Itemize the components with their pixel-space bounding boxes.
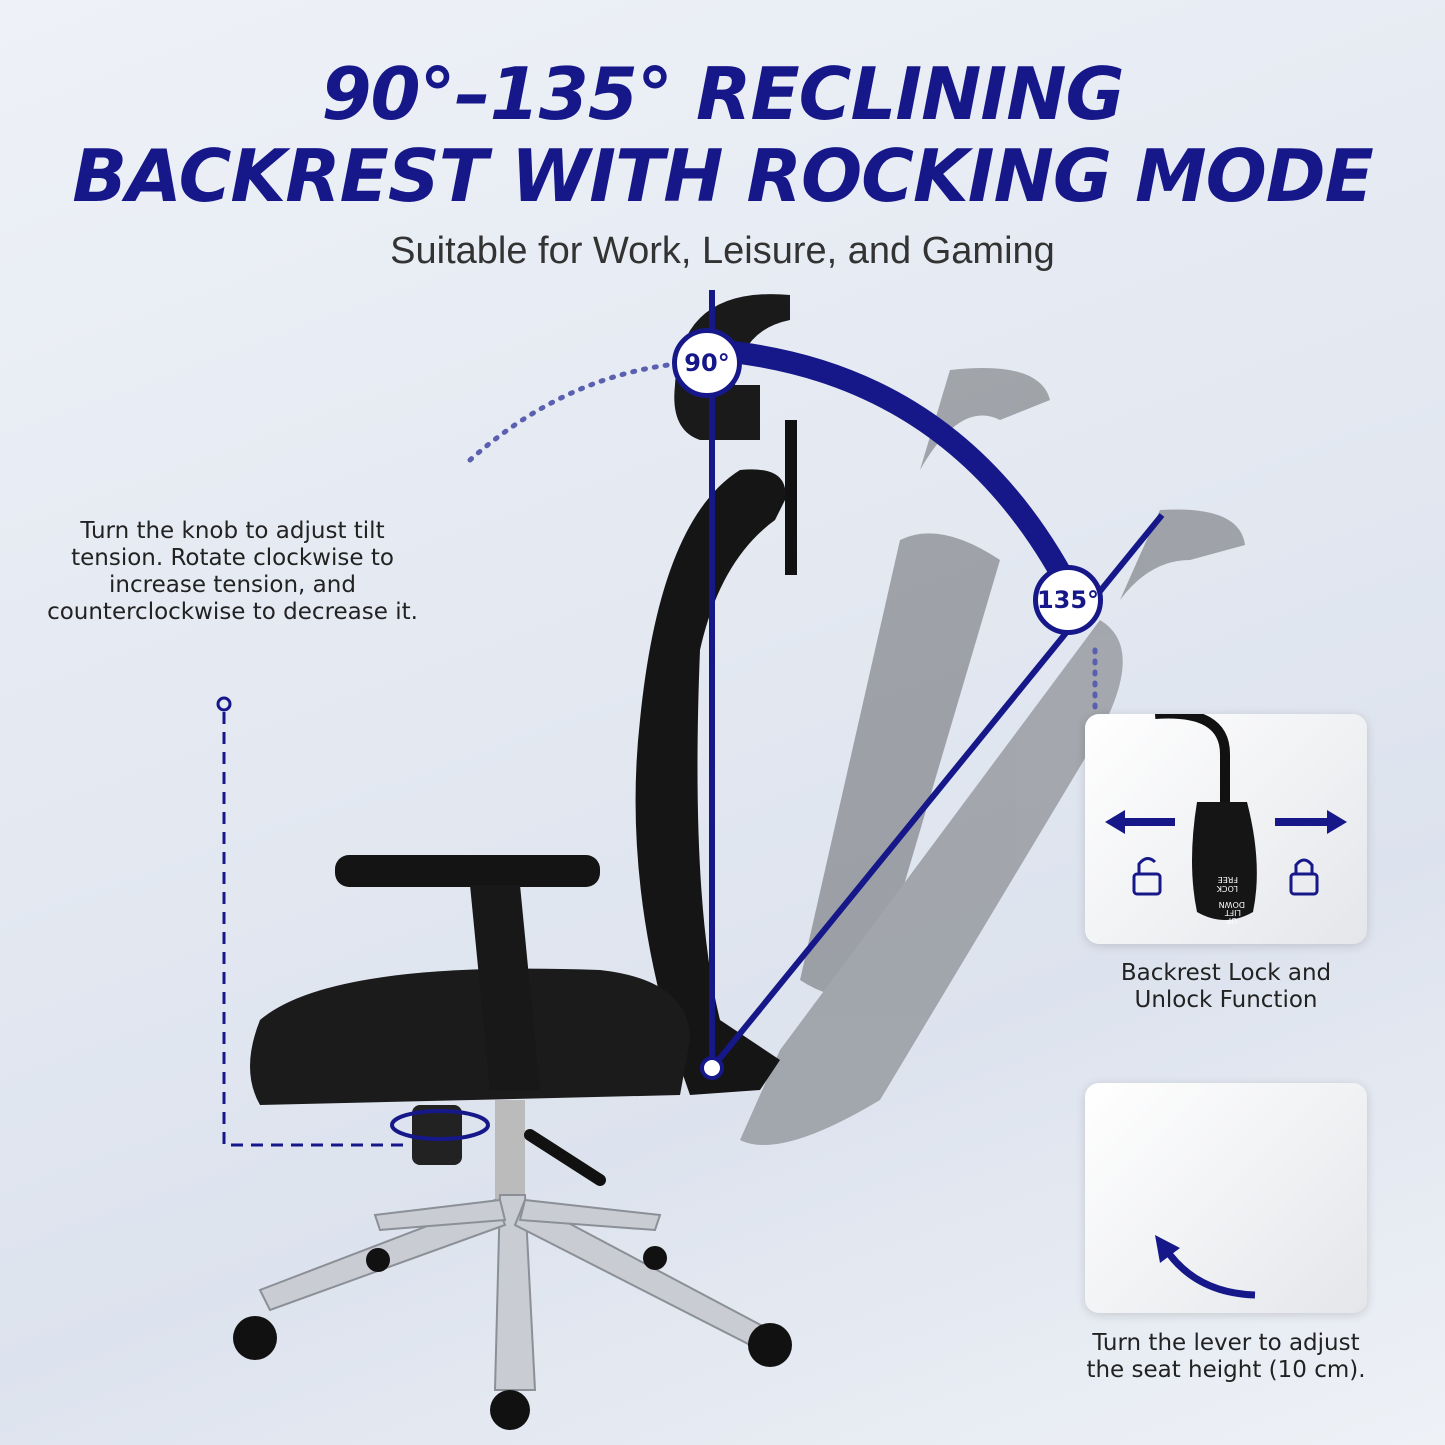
lever-handle [1192,802,1257,920]
dotted-arc [467,362,671,463]
height-lever [524,1129,606,1186]
lever-label-down: DOWN [1219,900,1245,909]
armrest-post [470,885,540,1090]
subtitle: Suitable for Work, Leisure, and Gaming [390,230,1055,272]
lever-lettering: LOCK FREE DOWN LIFT UP [1216,875,1245,925]
guide-start-point [216,696,232,712]
headrest-post [785,420,797,575]
unlock-icon [1132,857,1162,896]
angle-badge-90: 90° [672,328,742,398]
tension-knob [412,1105,462,1165]
headline-line1: 90°–135° RECLINING [321,52,1124,136]
lever-label-free: FREE [1218,875,1238,884]
arrow-left-icon [1105,810,1175,834]
pivot-point [700,1056,724,1080]
lever-label-lock: LOCK [1216,884,1238,893]
lever-note: Turn the lever to adjust the seat height… [1086,1330,1366,1383]
lock-detail-card: LOCK FREE DOWN LIFT UP [1085,708,1367,944]
curved-arrow-head [1155,1235,1180,1263]
knob-note: Turn the knob to adjust tilt tension. Ro… [47,518,418,625]
lock-note: Backrest Lock and Unlock Function [1120,960,1332,1013]
lever-detail-card [1085,1083,1367,1313]
recline-arc [711,339,1085,605]
gas-cylinder [495,1100,525,1210]
lever-rod [1154,708,1230,809]
backrest [635,469,786,1095]
chair-base [258,1194,772,1391]
headline-line2: BACKREST WITH ROCKING MODE [72,134,1374,218]
lever-label-lift: LIFT [1225,908,1241,917]
lever-label-up: UP [1226,916,1237,925]
rotate-arrow-icon [390,1109,490,1141]
angle-badge-135: 135° [1033,565,1103,635]
seat [250,968,690,1105]
armrest [335,855,600,887]
knob-guide-line [222,712,410,1147]
casters [233,1246,792,1430]
curved-arrow-icon [1162,1246,1256,1299]
lock-icon [1289,858,1319,896]
reclined-chair-ghost [740,368,1245,1145]
arrow-right-icon [1275,810,1347,834]
